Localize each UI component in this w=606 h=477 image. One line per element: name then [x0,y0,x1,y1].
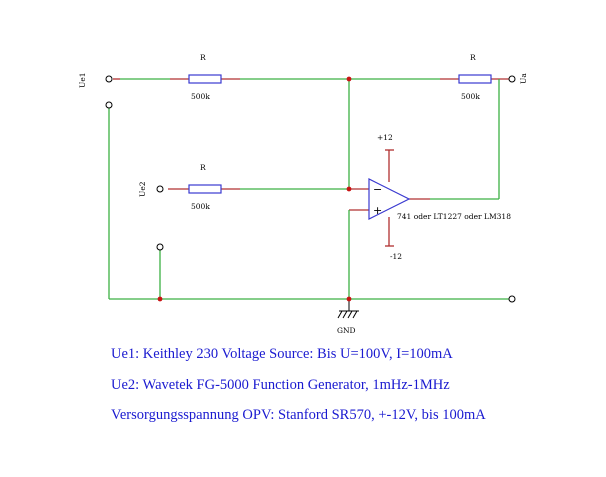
wire-noninverting-to-ground [348,209,369,299]
resistor-r1 [188,74,222,84]
junction-ground-center [346,296,352,302]
ground-icon [337,299,359,319]
terminal-aux [156,243,164,251]
terminal-ue2 [156,185,164,193]
supply-negative-label: -12 [390,252,402,261]
resistor-r3-name: R [200,163,206,172]
port-label-ue1: Ue1 [78,72,87,88]
opamp-noninverting-symbol: + [373,204,382,217]
resistor-r2-name: R [470,53,476,62]
resistor-r2 [458,74,492,84]
port-label-ua: Ua [519,73,528,84]
opamp-inverting-symbol: − [373,183,382,196]
junction-top-node [346,76,352,82]
supply-positive-label: +12 [377,133,393,142]
terminal-ue1-return [105,101,113,109]
opamp-symbol [368,178,411,220]
port-label-ue2: Ue2 [138,181,147,197]
terminal-ue1 [105,75,113,83]
note-supply: Versorgungsspannung OPV: Stanford SR570,… [111,407,486,423]
note-ue1-source: Ue1: Keithley 230 Voltage Source: Bis U=… [111,346,453,362]
resistor-r2-value: 500k [461,92,480,101]
opamp-part-label: 741 oder LT1227 oder LM318 [397,212,511,221]
resistor-r3 [188,184,222,194]
ground-label: GND [337,326,356,335]
resistor-r1-value: 500k [191,92,210,101]
junction-ground-aux [157,296,163,302]
terminal-ua [508,75,516,83]
terminal-ground-right [508,295,516,303]
resistor-r1-name: R [200,53,206,62]
wire-output-feedback [409,79,500,200]
note-ue2-source: Ue2: Wavetek FG-5000 Function Generator,… [111,377,450,393]
junction-inverting-node [346,186,352,192]
resistor-r3-value: 500k [191,202,210,211]
circuit-schematic: − + R 500k R 500k R 500k +12 -12 741 ode… [78,53,528,335]
